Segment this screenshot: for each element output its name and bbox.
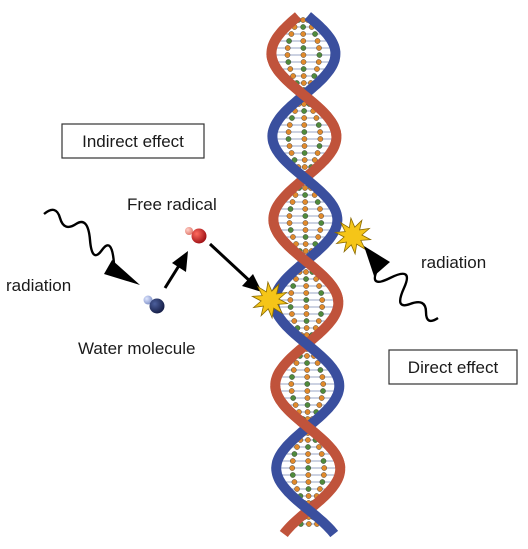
water-molecule-label: Water molecule xyxy=(78,339,195,358)
damage-burst-direct-icon xyxy=(334,216,372,256)
radiation-left-label: radiation xyxy=(6,276,71,295)
water-molecule-icon xyxy=(143,295,165,314)
helix-strand-blue xyxy=(266,12,346,538)
radiation-right-label: radiation xyxy=(421,253,486,272)
radiation-wave-right-icon xyxy=(364,246,439,323)
direct-effect-box: Direct effect xyxy=(388,349,518,385)
direct-effect-label: Direct effect xyxy=(408,358,499,377)
free-radical-icon xyxy=(185,227,207,244)
indirect-effect-box: Indirect effect xyxy=(61,123,205,159)
free-radical-label: Free radical xyxy=(127,195,217,214)
arrow-radical-to-dna-icon xyxy=(208,242,262,292)
radiation-wave-left-icon xyxy=(43,208,140,285)
damage-burst-indirect-icon xyxy=(251,280,289,320)
dna-double-helix-icon xyxy=(266,12,346,538)
arrow-water-to-radical-icon xyxy=(163,251,188,289)
indirect-effect-label: Indirect effect xyxy=(82,132,184,151)
